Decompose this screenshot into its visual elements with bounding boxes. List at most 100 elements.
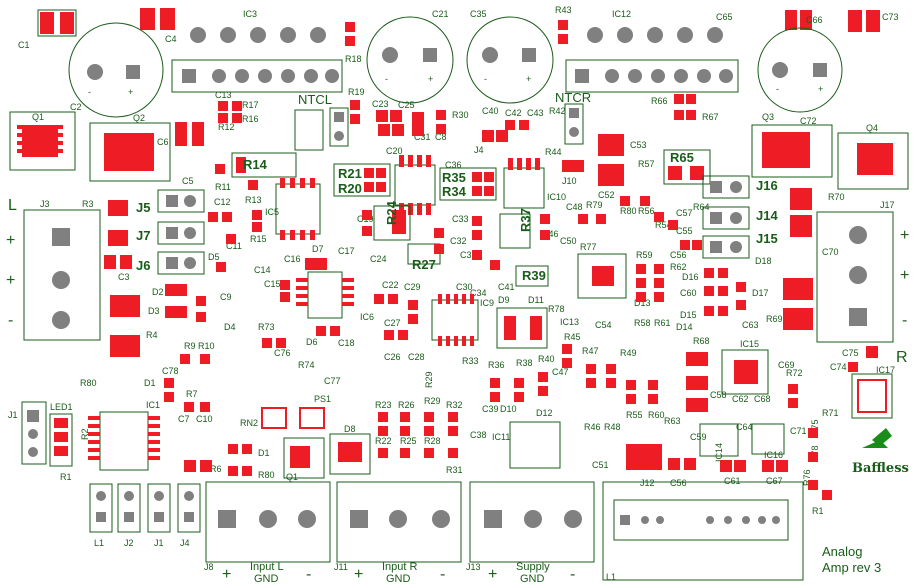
label-r22: R22 [375, 436, 392, 446]
label-r69: R73 [258, 322, 275, 332]
label-c58: C60 [680, 288, 697, 298]
label-r33: R32 [446, 400, 463, 410]
part-r62-r63: R67 [674, 94, 719, 122]
label-r47: R47 [582, 346, 599, 356]
label-c34: C34 [470, 288, 487, 298]
part-r18: R18 [345, 22, 362, 64]
label-ic17: IC17 [876, 365, 895, 375]
label-c29: C29 [404, 282, 421, 292]
label-c35: C35 [470, 9, 487, 19]
label-c14: C14 [254, 265, 271, 275]
label-j15: J15 [756, 231, 778, 246]
label-r68: R72 [786, 368, 803, 378]
label-ic15: IC15 [740, 339, 759, 349]
label-j4: J2 [124, 538, 134, 548]
label-r30: R29 [424, 371, 434, 388]
terminal-j11: J11 + - Input R GND [334, 481, 462, 585]
label-r73: R77 [580, 242, 597, 252]
part-c42: C42 C40 C43 [482, 106, 544, 130]
side-letter-right: R [896, 349, 908, 366]
label-r42: R42 [549, 106, 566, 116]
label-r27: R27 [412, 257, 436, 272]
smd-pads [164, 112, 878, 500]
label-c30: C30 [456, 282, 473, 292]
label-r70: R74 [298, 360, 315, 370]
label-r54: R58 [634, 318, 651, 328]
label-ntcr: NTCR [555, 90, 591, 105]
label-j11: J11 [334, 562, 348, 572]
part-r65: R69 [766, 278, 813, 330]
header-j15: J15 [702, 231, 778, 259]
header-j5: J5 [136, 189, 205, 215]
part-c51: C53 C52 [598, 134, 647, 200]
label-d12: D13 [634, 298, 651, 308]
label-d8: D9 [498, 295, 510, 305]
label-c63: C65 [716, 12, 733, 22]
label-d15: D16 [682, 272, 699, 282]
part-r13: R13 [245, 180, 262, 205]
transistor-q3: Q3 C72 [751, 112, 833, 178]
label-ic13: IC13 [560, 317, 579, 327]
label-j5: J5 [136, 200, 150, 215]
label-r56: R60 [648, 410, 665, 420]
ic-ic12: IC12 [565, 9, 739, 93]
label-r45: R45 [564, 332, 581, 342]
label-ic5: IC5 [265, 207, 279, 217]
label-d4: D5 [208, 252, 220, 262]
j17-pin-top: + [900, 227, 909, 244]
label-c4: C4 [165, 34, 177, 44]
j3-pin-bottom: - [8, 312, 13, 329]
j17-pin-mid: + [900, 267, 909, 284]
label-r48: R48 [604, 422, 621, 432]
label-r39: R38 [516, 358, 533, 368]
label-r31: R30 [452, 110, 469, 120]
label-r66: R70 [828, 192, 845, 202]
label-r24: R24 [384, 200, 399, 225]
header-j7: J7 [136, 221, 205, 245]
svg-text:-: - [88, 87, 91, 97]
label-c54b: C56 [670, 478, 687, 488]
label-c72: C74 [830, 362, 847, 372]
label-c55: C57 [676, 208, 693, 218]
label-r40: R39 [522, 268, 546, 283]
label-c71: C73 [882, 12, 899, 22]
label-ic11: IC11 [492, 432, 510, 442]
label-c49b: C51 [592, 460, 609, 470]
transistor-q4: Q4 [837, 123, 909, 190]
label-c12: C12 [214, 197, 231, 207]
label-c20: C20 [386, 146, 403, 156]
label-c50: C52 [598, 190, 615, 200]
diode-d7: D8 [329, 424, 371, 475]
label-c56: C58 [710, 390, 727, 400]
part-r19 [350, 100, 360, 124]
label-r60: R64 [693, 202, 710, 212]
part-r38: R37 [499, 208, 533, 249]
label-c28: C28 [408, 352, 425, 362]
part-c71: C73 [848, 10, 899, 32]
j11-caption1: Input R [382, 561, 418, 573]
part-d6: D7 [305, 244, 327, 270]
ic-ic3: IC3 [171, 9, 343, 93]
label-c5: C5 [182, 176, 194, 186]
label-c48: C48 [566, 202, 583, 212]
label-c23: C23 [372, 99, 389, 109]
label-rn2: PS1 [314, 394, 331, 404]
label-c16: C16 [284, 254, 301, 264]
label-r62: R66 [651, 96, 668, 106]
label-r49: R49 [620, 348, 637, 358]
label-r7: R9 [184, 341, 196, 351]
label-d9: D10 [500, 404, 517, 414]
svg-text:-: - [776, 84, 779, 94]
label-c49: C50 [560, 236, 577, 246]
label-r75: R79 [586, 200, 603, 210]
header-j1: J1 [8, 401, 47, 465]
label-r14: R14 [243, 157, 268, 172]
header-j16: J16 [702, 175, 778, 199]
label-c61: C63 [742, 320, 759, 330]
label-ic1: IC1 [146, 400, 160, 410]
label-r13: R13 [245, 195, 262, 205]
label-r55: R59 [636, 250, 653, 260]
label-c36: C36 [445, 160, 462, 170]
label-r65: R69 [766, 314, 783, 324]
